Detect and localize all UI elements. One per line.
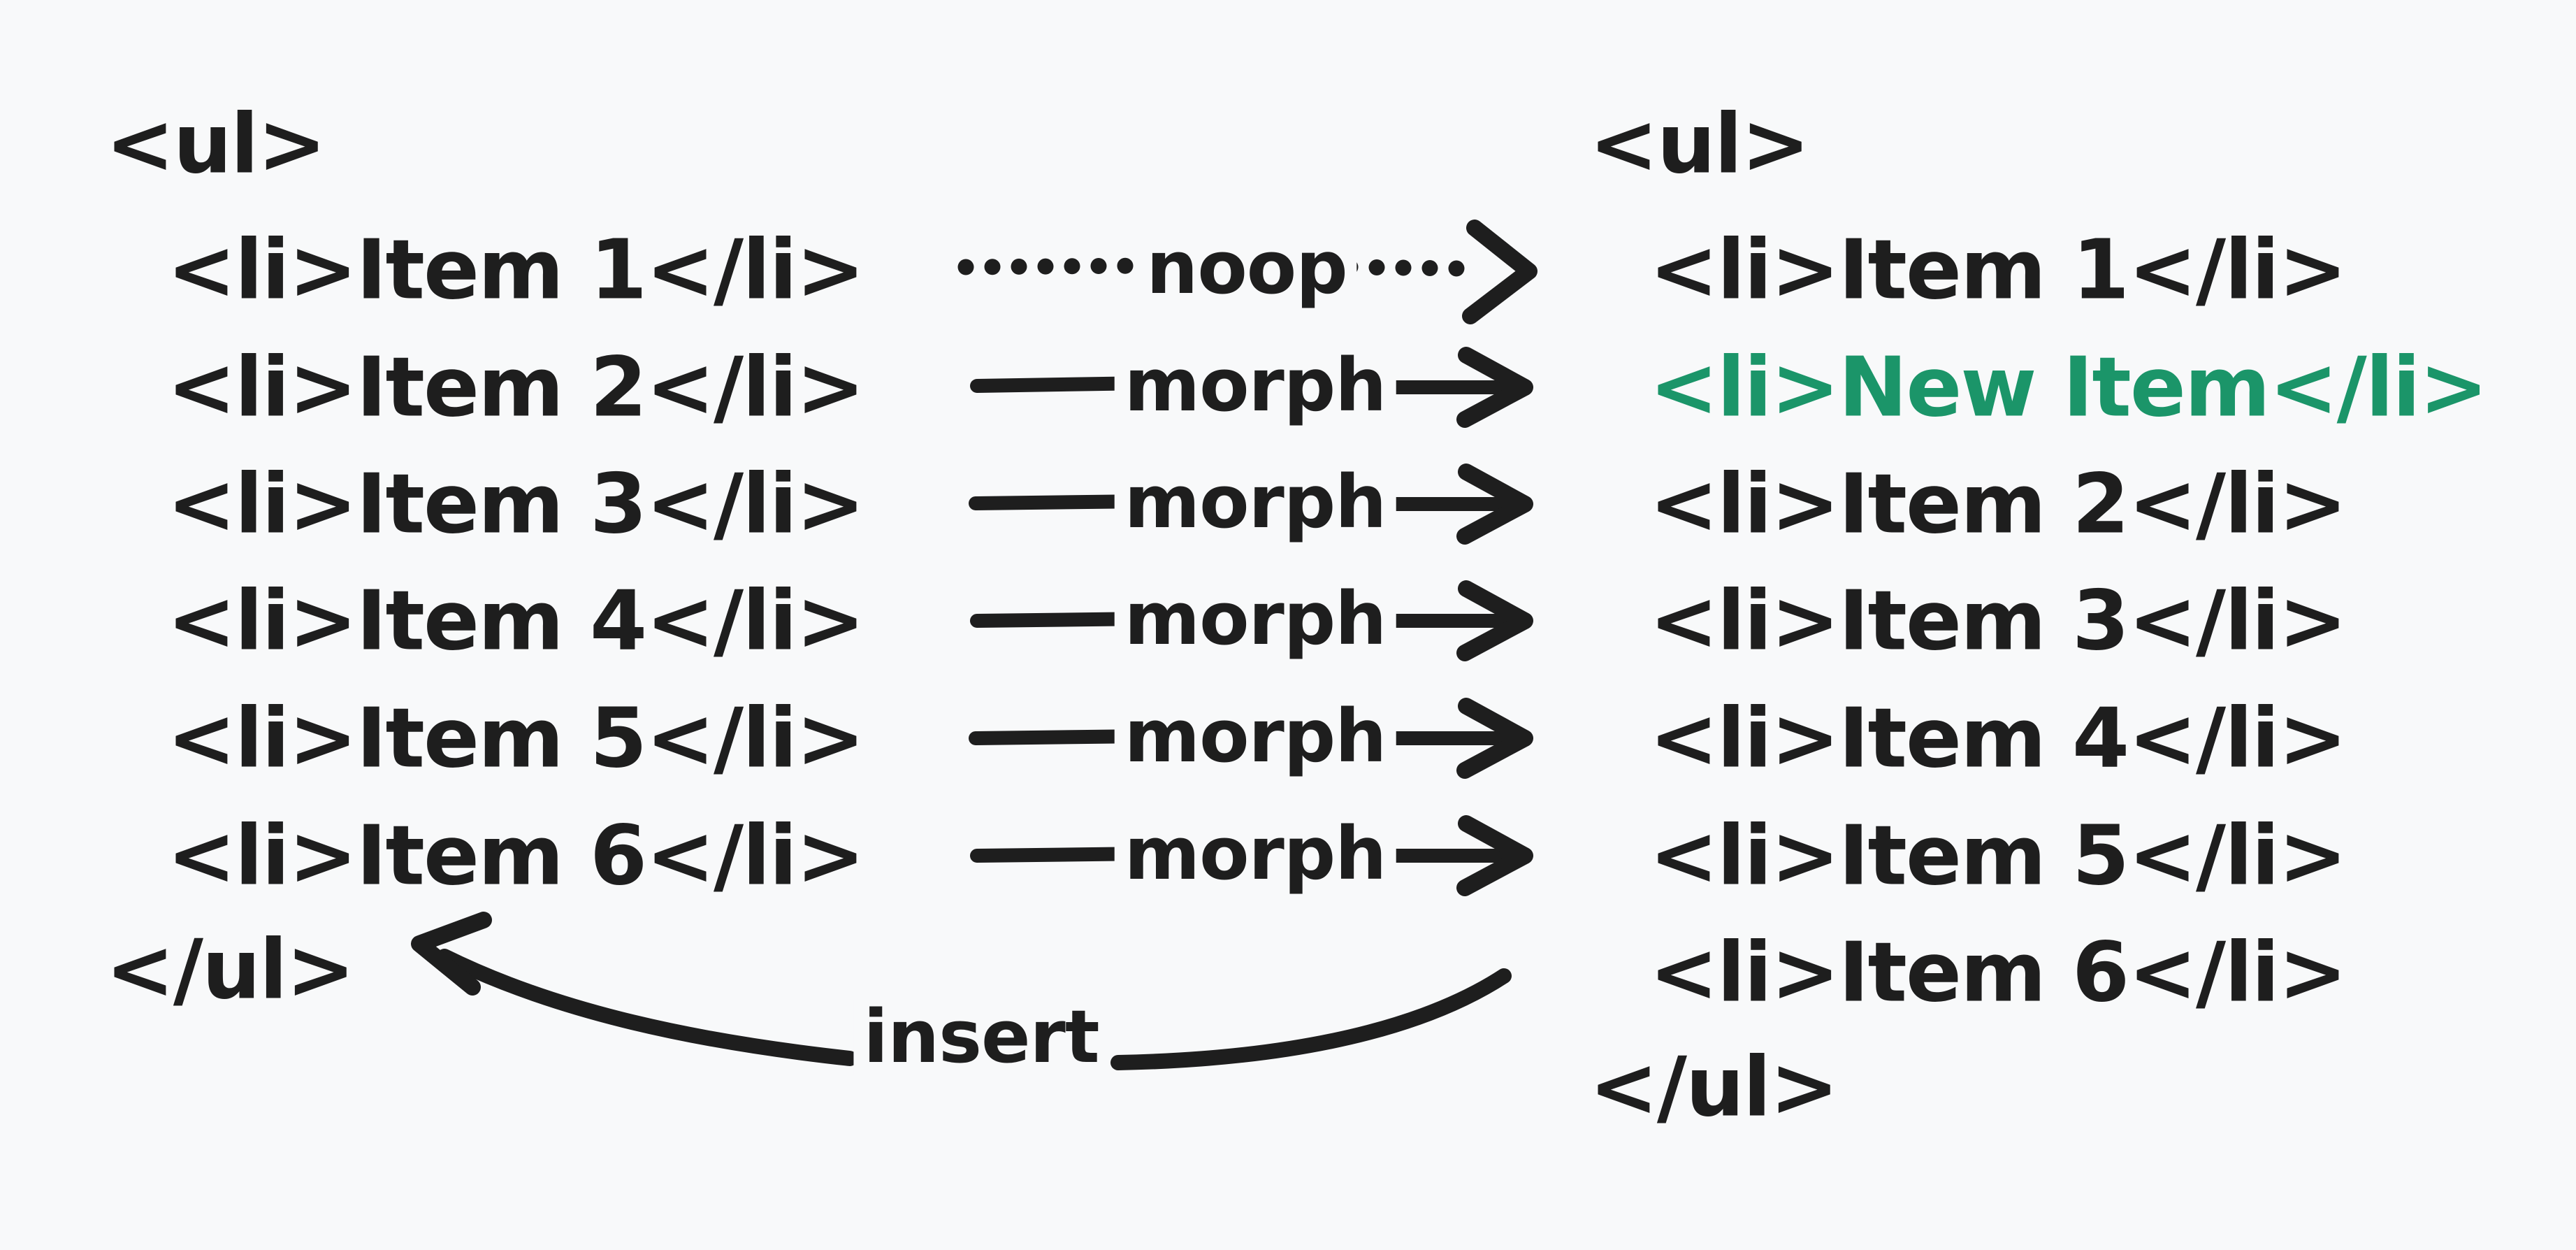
right-list-item-5: <li>Item 5</li> bbox=[1649, 807, 2347, 904]
right-list-item-3: <li>Item 3</li> bbox=[1649, 572, 2347, 669]
left-list-item-2: <li>Item 2</li> bbox=[167, 338, 865, 436]
right-ul-open-tag: <ul> bbox=[1589, 95, 1810, 192]
morph-label-4: morph bbox=[1114, 698, 1396, 775]
right-list-item-6: <li>Item 6</li> bbox=[1649, 924, 2347, 1021]
left-list-item-3: <li>Item 3</li> bbox=[167, 455, 865, 552]
left-list-item-4: <li>Item 4</li> bbox=[167, 572, 865, 669]
noop-label: noop bbox=[1136, 229, 1357, 307]
morph-label-3: morph bbox=[1114, 580, 1396, 658]
right-list-item-1: <li>Item 1</li> bbox=[1649, 221, 2347, 318]
noop-dotted-arrow bbox=[957, 220, 1537, 324]
right-list-item-2: <li>Item 2</li> bbox=[1649, 455, 2347, 552]
morph-label-1: morph bbox=[1114, 347, 1396, 424]
right-ul-close-tag: </ul> bbox=[1589, 1038, 1839, 1135]
morph-label-2: morph bbox=[1114, 464, 1396, 541]
left-ul-close-tag: </ul> bbox=[106, 921, 355, 1018]
insert-curved-arrow bbox=[411, 912, 1512, 1070]
right-list-item-new-inserted: <li>New Item</li> bbox=[1649, 338, 2489, 436]
left-list-item-6: <li>Item 6</li> bbox=[167, 807, 865, 904]
insert-label: insert bbox=[853, 998, 1109, 1076]
morph-label-5: morph bbox=[1114, 815, 1396, 893]
left-list-item-1: <li>Item 1</li> bbox=[167, 221, 865, 318]
left-ul-open-tag: <ul> bbox=[106, 95, 326, 192]
right-list-item-4: <li>Item 4</li> bbox=[1649, 689, 2347, 786]
left-list-item-5: <li>Item 5</li> bbox=[167, 689, 865, 786]
